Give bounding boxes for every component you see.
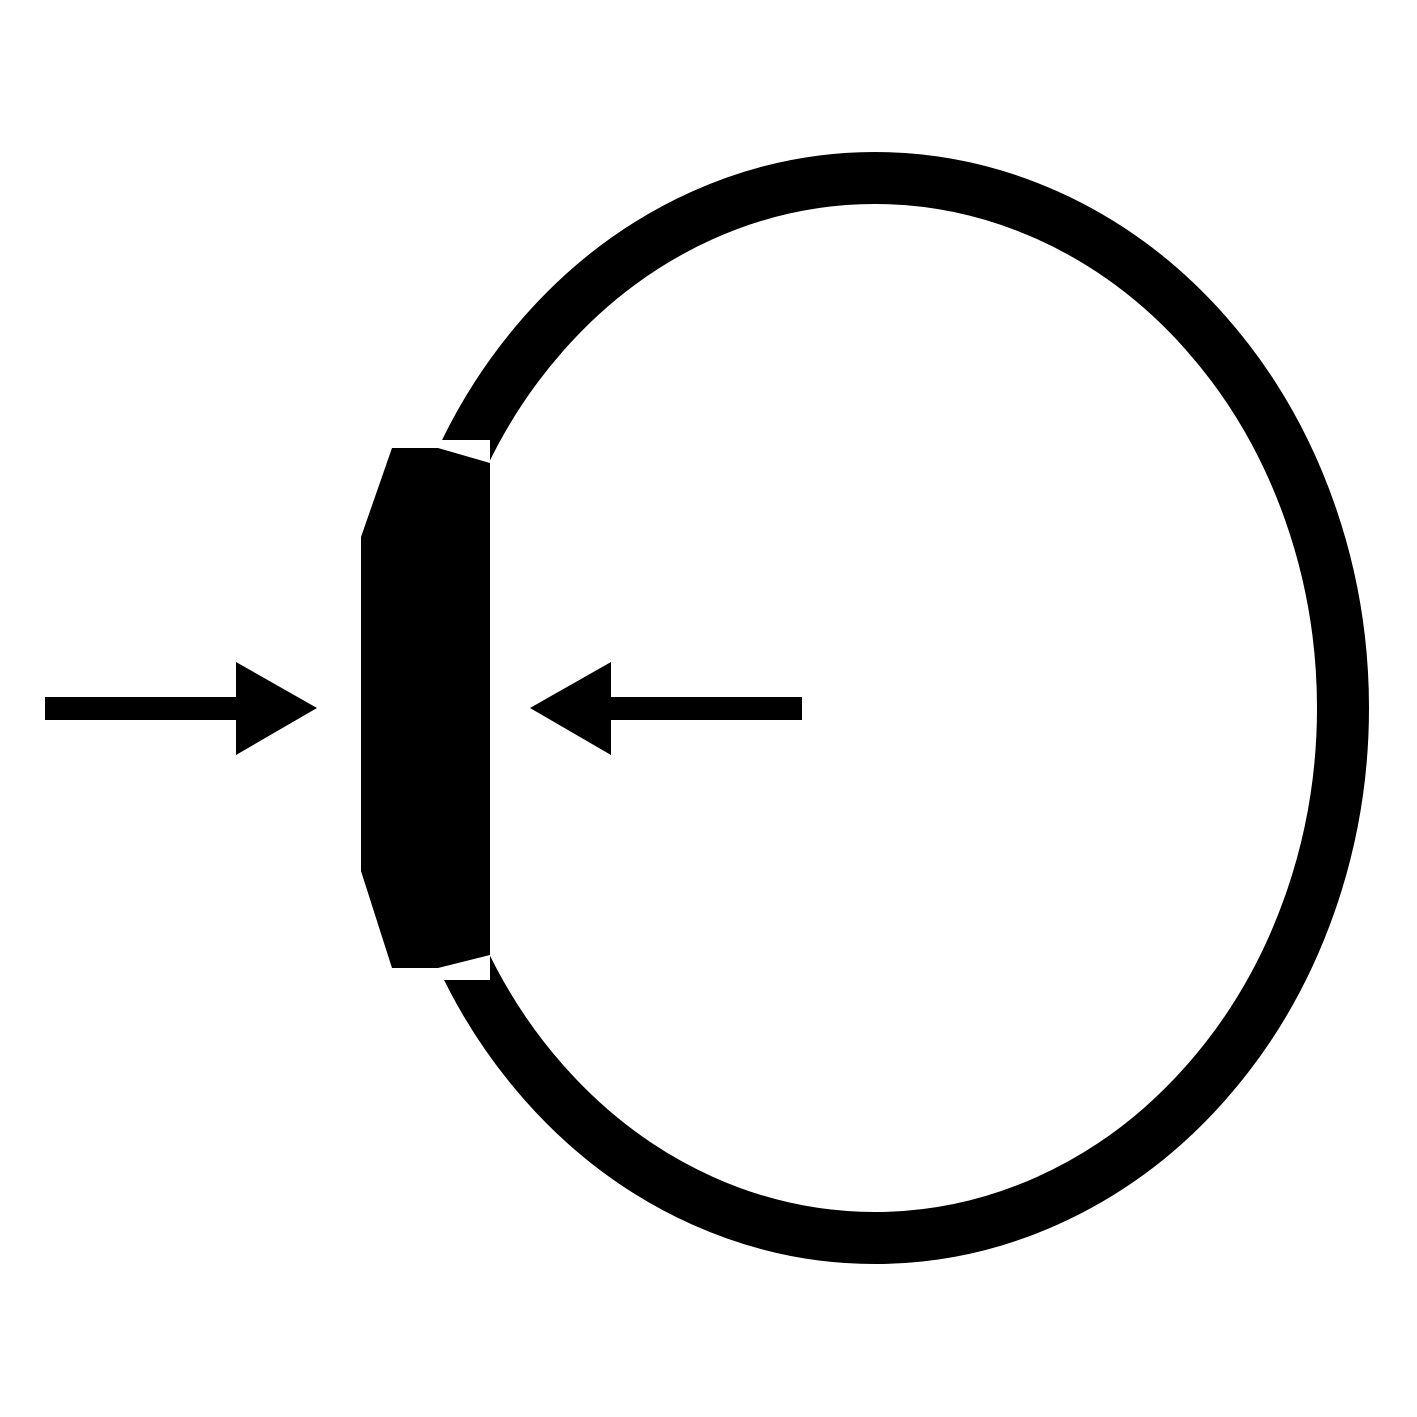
arrow-left-icon (530, 662, 802, 755)
arrow-left-head (530, 662, 611, 755)
arrow-right-shaft (45, 697, 238, 720)
arrow-right-icon (45, 662, 317, 755)
cornea-lens-block (361, 448, 490, 968)
arrow-left-shaft (609, 697, 802, 720)
arrow-right-head (236, 662, 317, 755)
